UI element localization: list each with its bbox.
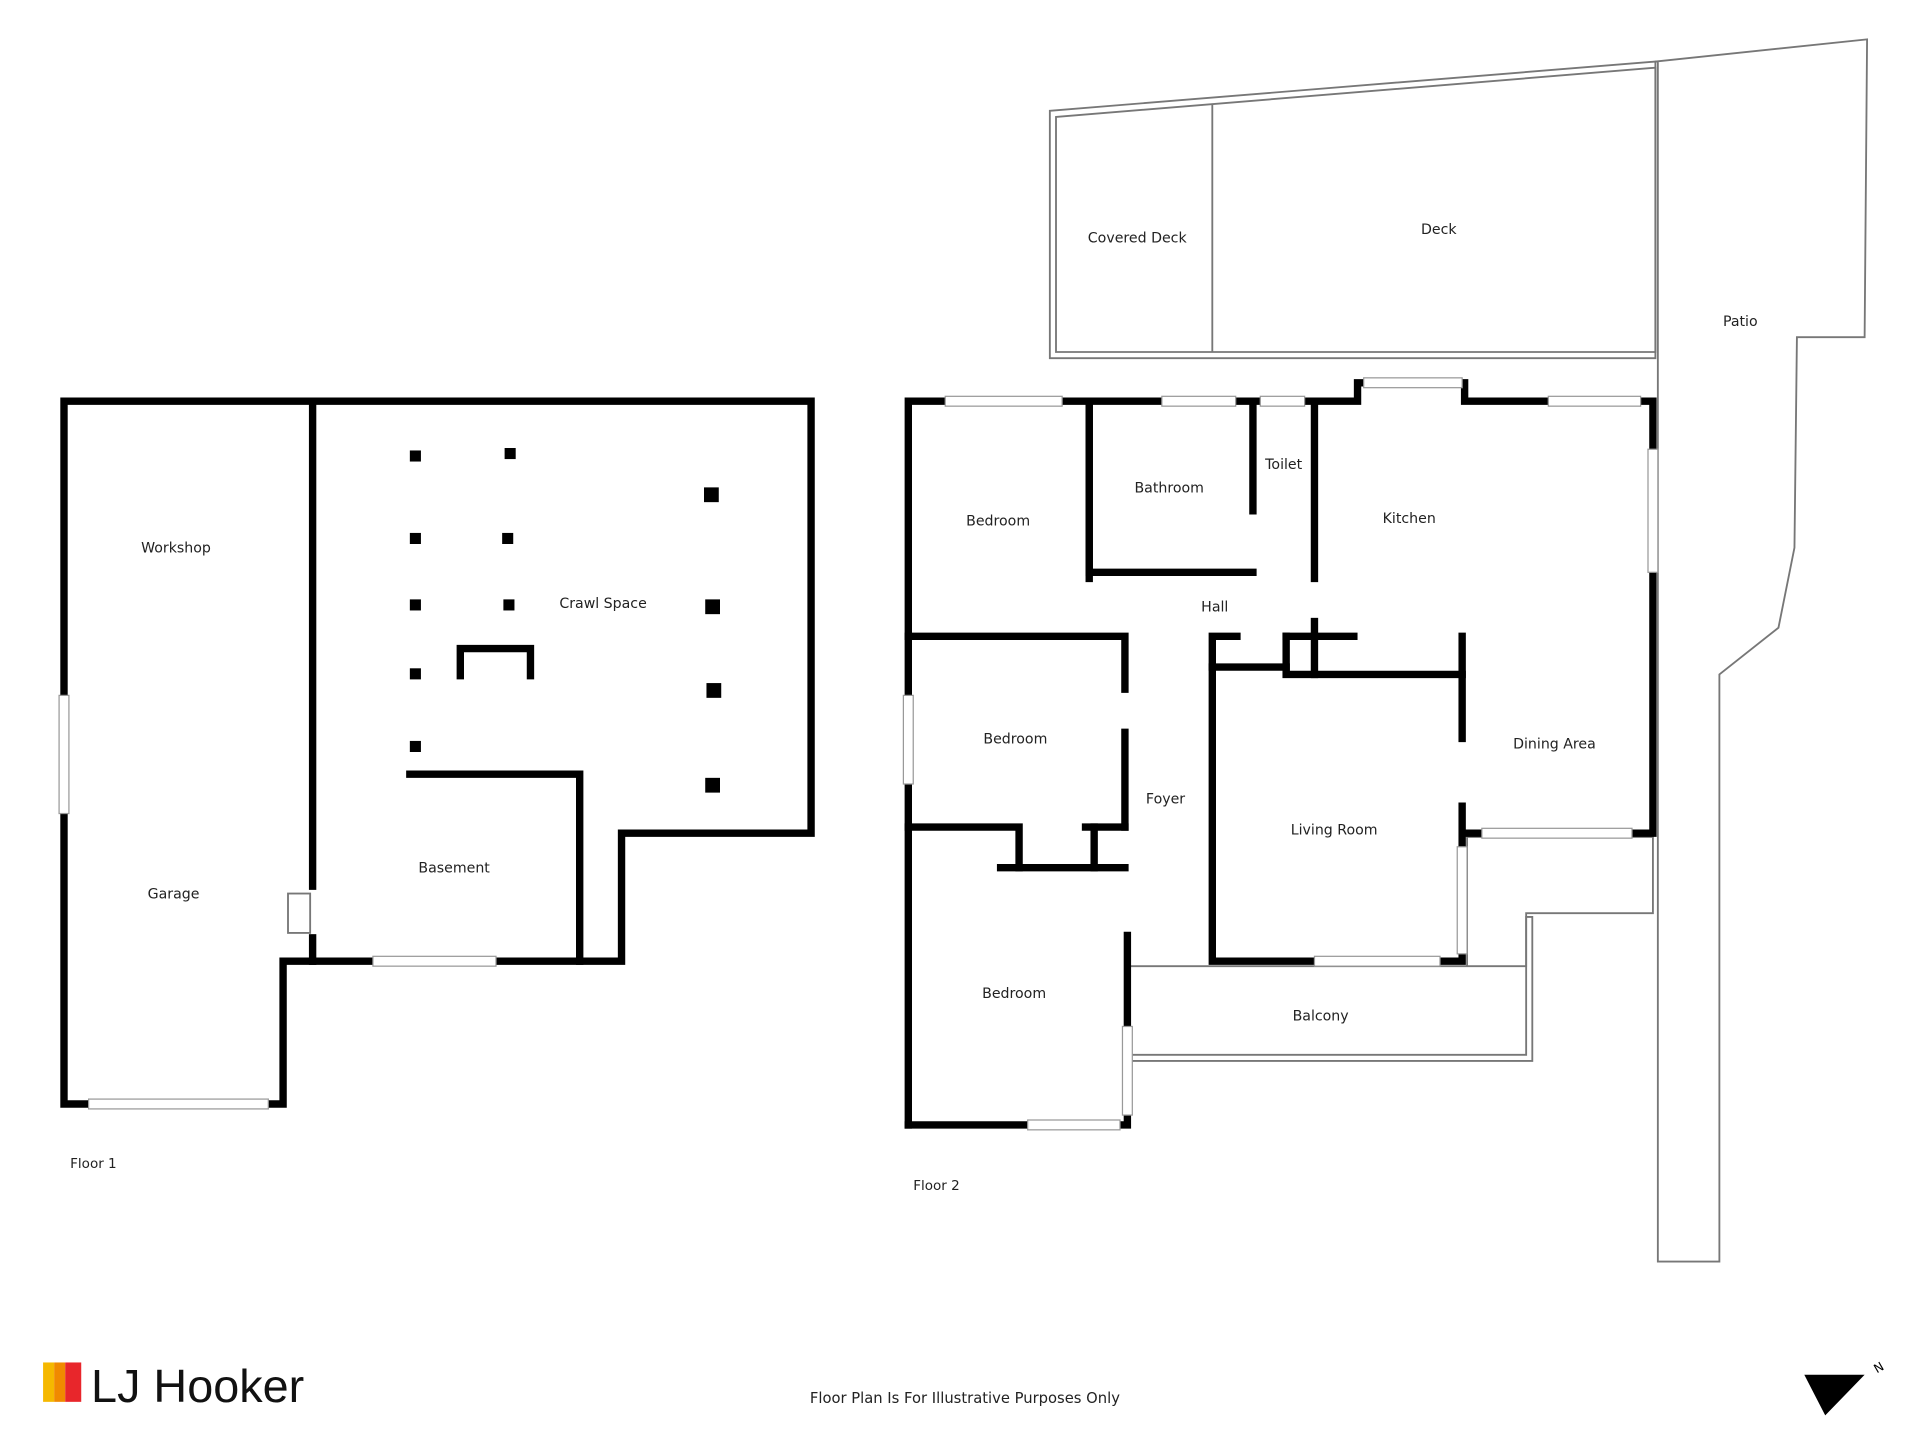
room-label-crawl-space: Crawl Space (559, 596, 646, 612)
north-arrow-icon: N (1804, 1359, 1886, 1416)
room-label-living-room: Living Room (1291, 822, 1378, 838)
room-label-toilet: Toilet (1264, 457, 1302, 473)
room-label-dining-area: Dining Area (1513, 736, 1596, 752)
room-label-covered-deck: Covered Deck (1088, 230, 1188, 246)
floor-2-plan: Bedroom Bathroom Toilet Kitchen Hall Bed… (902, 377, 1659, 1194)
room-label-workshop: Workshop (141, 541, 211, 557)
room-label-patio: Patio (1723, 314, 1758, 330)
floor-2-outdoor: Covered Deck Deck Patio Balcony (1048, 38, 1869, 1263)
floor-1-plan: Workshop Crawl Space Garage Basement Flo… (58, 397, 815, 1172)
columns (409, 448, 722, 793)
north-label: N (1871, 1359, 1886, 1376)
brand-name: LJ Hooker (91, 1360, 304, 1412)
room-label-deck: Deck (1421, 222, 1457, 238)
room-label-hall: Hall (1201, 600, 1228, 616)
room-label-kitchen: Kitchen (1383, 511, 1436, 527)
room-label-balcony: Balcony (1293, 1008, 1349, 1024)
garage-door (88, 1098, 269, 1110)
disclaimer: Floor Plan Is For Illustrative Purposes … (810, 1390, 1120, 1407)
room-label-garage: Garage (148, 886, 200, 902)
room-label-bathroom: Bathroom (1134, 480, 1203, 496)
stairs-icon (287, 892, 312, 934)
room-label-basement: Basement (418, 861, 490, 877)
floor-2-label: Floor 2 (913, 1178, 960, 1194)
floor-1-label: Floor 1 (70, 1156, 117, 1172)
window (372, 955, 497, 967)
room-label-bedroom-1: Bedroom (966, 514, 1030, 530)
window (58, 694, 70, 815)
brand-logo: LJ Hooker (43, 1360, 304, 1412)
room-label-bedroom-3: Bedroom (982, 986, 1046, 1002)
room-label-bedroom-2: Bedroom (983, 731, 1047, 747)
room-label-foyer: Foyer (1146, 792, 1185, 808)
